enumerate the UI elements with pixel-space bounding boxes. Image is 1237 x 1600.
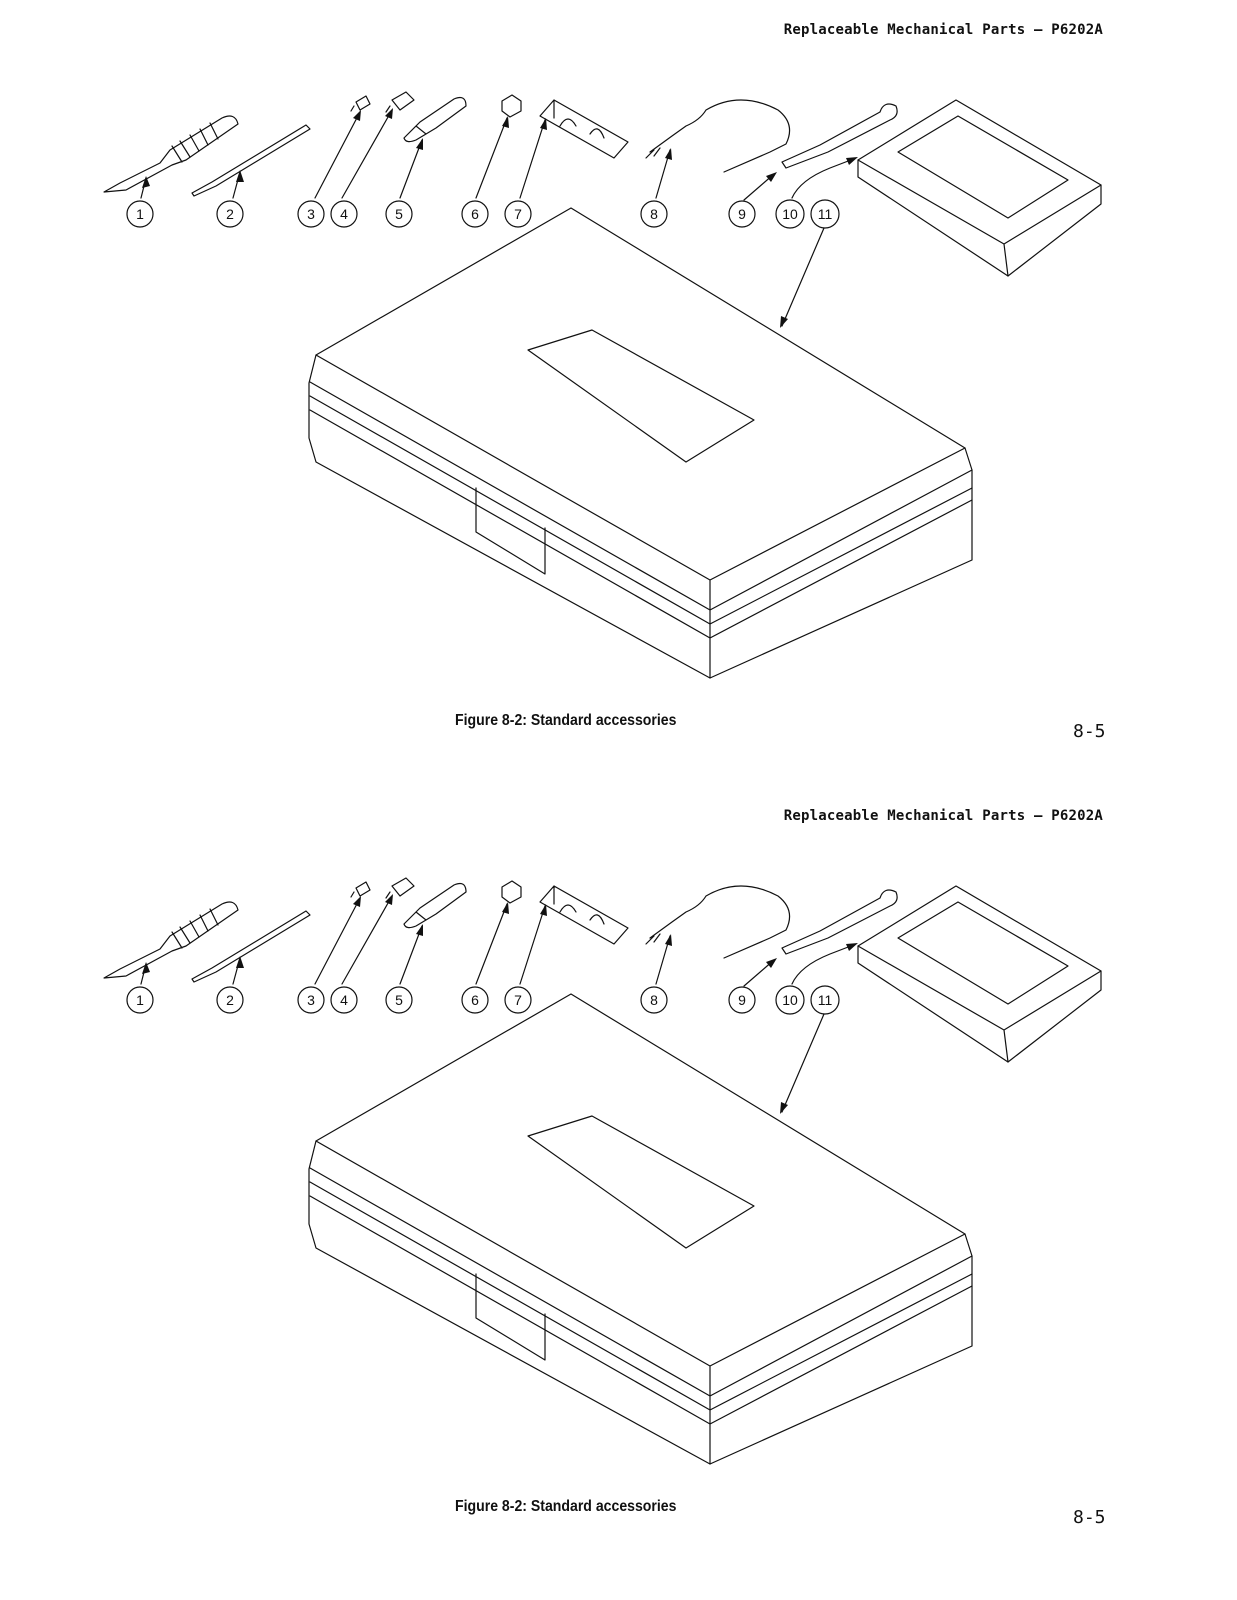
callout-label: 10 [782,206,798,222]
standard-accessories-figure: 1 2 3 4 5 6 7 8 9 10 11 [103,877,1102,1465]
callout-label: 1 [136,206,144,222]
callout-arrows [140,108,858,328]
holder-drawing [539,885,629,945]
small-case-drawing [857,885,1102,1063]
callout-label: 8 [650,992,658,1008]
figure-caption: Figure 8-2: Standard accessories [455,1498,677,1515]
callout-label: 4 [340,206,348,222]
small-case-drawing [857,99,1102,277]
callout-label: 8 [650,206,658,222]
callout-label: 7 [514,992,522,1008]
screwdriver-drawing [103,901,239,979]
callout-label: 7 [514,206,522,222]
screwdriver-drawing [103,115,239,193]
callout-circles: 1 2 3 4 5 6 7 8 9 10 11 [126,199,840,229]
cable-drawing [781,889,898,955]
tip-4-drawing [385,877,415,899]
callout-label: 5 [395,992,403,1008]
callout-label: 3 [307,992,315,1008]
callout-label: 5 [395,206,403,222]
callout-circles: 1 2 3 4 5 6 7 8 9 10 11 [126,985,840,1015]
callout-label: 4 [340,992,348,1008]
hook-clip-drawing [403,882,467,929]
adapter-6-drawing [501,880,522,904]
page-bottom: Replaceable Mechanical Parts – P6202A [0,786,1237,1576]
large-case-drawing [308,993,973,1465]
callout-label: 9 [738,206,746,222]
callout-label: 6 [471,992,479,1008]
hook-clip-drawing [403,96,467,143]
page-number: 8-5 [1073,721,1106,742]
callout-label: 2 [226,992,234,1008]
callout-label: 11 [818,992,833,1008]
callout-arrows [140,894,858,1114]
tip-4-drawing [385,91,415,113]
callout-label: 6 [471,206,479,222]
callout-label: 3 [307,206,315,222]
holder-drawing [539,99,629,159]
figure-caption: Figure 8-2: Standard accessories [455,712,677,729]
large-case-drawing [308,207,973,679]
ground-lead-drawing [645,99,791,173]
callout-label: 2 [226,206,234,222]
adapter-6-drawing [501,94,522,118]
callout-label: 1 [136,992,144,1008]
page-number: 8-5 [1073,1507,1106,1528]
standard-accessories-figure: 1 2 3 4 5 6 7 8 9 10 11 [103,91,1102,679]
tip-3-drawing [350,95,371,112]
page-header: Replaceable Mechanical Parts – P6202A [783,22,1103,38]
page-header: Replaceable Mechanical Parts – P6202A [783,808,1103,824]
callout-label: 11 [818,206,833,222]
ground-lead-drawing [645,885,791,959]
callout-label: 9 [738,992,746,1008]
pin-drawing [191,910,311,983]
cable-drawing [781,103,898,169]
pin-drawing [191,124,311,197]
tip-3-drawing [350,881,371,898]
callout-label: 10 [782,992,798,1008]
page-top: Replaceable Mechanical Parts – P6202A [0,0,1237,790]
